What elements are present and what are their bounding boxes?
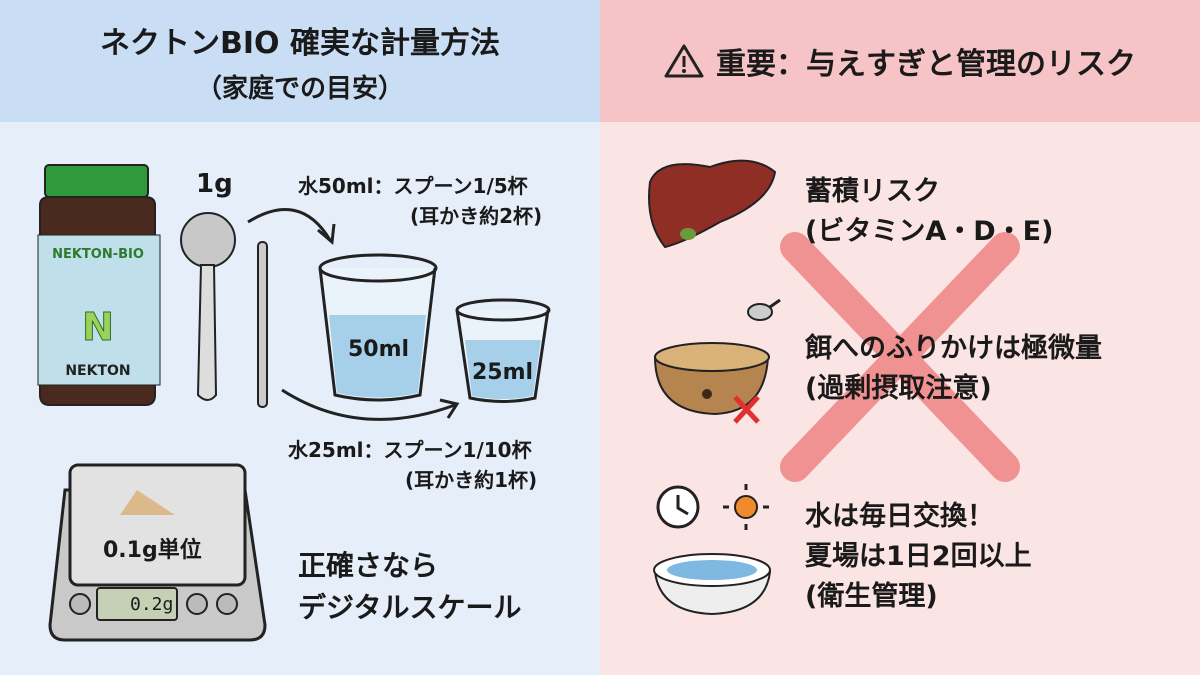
cup-25ml-label: 25ml <box>472 360 534 385</box>
risk-2-line1: 餌へのふりかけは極微量 <box>805 333 1102 364</box>
cup-50ml-icon <box>318 253 438 402</box>
arrow-icon <box>247 208 332 241</box>
water-bowl-icon <box>653 553 772 616</box>
scale-display: 0.2g <box>130 594 174 615</box>
scale-unit-label: 0.1g単位 <box>103 538 202 563</box>
measuring-spoon-icon <box>180 212 236 401</box>
risk-illustration <box>648 159 1020 616</box>
risk-3-line3: (衛生管理) <box>805 581 938 612</box>
scale-text-line1: 正確さなら <box>298 549 439 582</box>
large-cross-icon <box>780 232 1020 482</box>
svg-text:NEKTON: NEKTON <box>65 363 130 379</box>
scale-text-line2: デジタルスケール <box>298 591 522 624</box>
sun-icon <box>723 484 769 530</box>
digital-scale-icon <box>48 463 267 642</box>
risk-title: 重要：与えすぎと管理のリスク <box>716 47 1136 82</box>
svg-text:N: N <box>82 305 114 349</box>
svg-text:NEKTON-BIO: NEKTON-BIO <box>52 247 144 262</box>
warning-icon <box>664 44 704 78</box>
dose-25ml-line2: (耳かき約1杯) <box>405 468 538 492</box>
page-title: ネクトンBIO 確実な計量方法 <box>100 25 500 61</box>
spoon-weight-label: 1g <box>196 169 233 199</box>
cup-50ml-label: 50ml <box>348 337 410 362</box>
risk-header: 重要：与えすぎと管理のリスク <box>600 0 1200 122</box>
dose-25ml-line1: 水25ml：スプーン1/10杯 <box>288 438 532 462</box>
page-subtitle: （家庭での目安） <box>195 73 404 104</box>
measurement-illustration: NEKTON-BIO N NEKTON <box>37 164 551 421</box>
arrow-icon <box>281 388 456 421</box>
risk-2-line2: (過剰摂取注意) <box>805 373 992 404</box>
food-bowl-icon <box>653 298 781 424</box>
nekton-jar-icon: NEKTON-BIO N NEKTON <box>37 164 161 406</box>
risk-1-line2: (ビタミンA・D・E) <box>805 216 1054 247</box>
dose-50ml-line2: (耳かき約2杯) <box>410 204 543 228</box>
dose-50ml-line1: 水50ml：スプーン1/5杯 <box>298 174 528 198</box>
ear-pick-icon <box>257 241 268 408</box>
cup-25ml-icon <box>455 298 551 403</box>
measurement-header: ネクトンBIO 確実な計量方法 （家庭での目安） <box>0 0 600 122</box>
risk-3-line1: 水は毎日交換！ <box>805 501 994 532</box>
measurement-panel: ネクトンBIO 確実な計量方法 （家庭での目安） NEKTON-BIO N NE… <box>0 0 600 675</box>
liver-icon <box>648 159 777 249</box>
risk-1-line1: 蓄積リスク <box>805 176 940 207</box>
clock-icon <box>656 485 700 529</box>
risk-3-line2: 夏場は1日2回以上 <box>805 541 1032 572</box>
risk-panel: 重要：与えすぎと管理のリスク <box>600 0 1200 675</box>
